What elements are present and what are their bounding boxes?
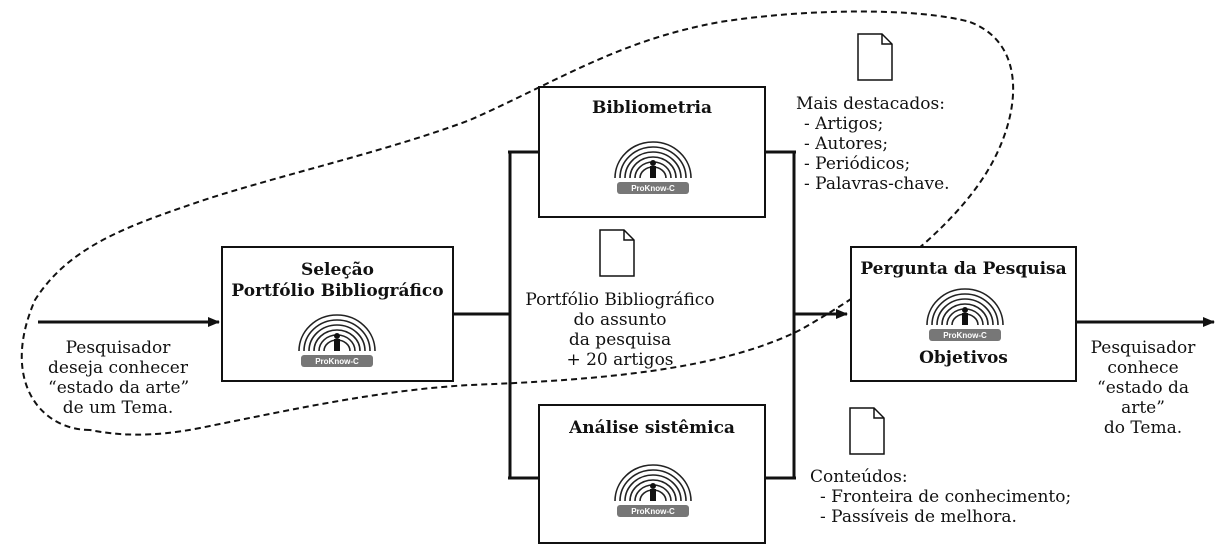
portfolio-note-line: do assunto [573, 310, 667, 330]
document-icon [857, 33, 893, 81]
output-note-line: “estado da [1097, 378, 1189, 398]
highlights-note: Mais destacados: - Artigos; - Autores; -… [796, 94, 950, 194]
analise-box: Análise sistêmica ProKnow-C [538, 404, 766, 544]
input-note-line: deseja conhecer [48, 358, 188, 378]
bibliometria-title: Bibliometria [591, 98, 713, 118]
contents-note-line: Conteúdos: [810, 467, 908, 487]
output-note: Pesquisador conhece “estado da arte” do … [1080, 338, 1206, 438]
highlights-note-line: Mais destacados: [796, 94, 945, 114]
analise-title: Análise sistêmica [569, 418, 735, 438]
input-note: Pesquisador deseja conhecer “estado da a… [48, 338, 190, 418]
dashed-scope-boundary [20, 10, 1015, 436]
selection-title-line2: Portfólio Bibliográfico [231, 281, 444, 301]
question-box: Pergunta da Pesquisa ProKnow-C Objetivos [850, 246, 1077, 382]
output-note-line: Pesquisador [1090, 338, 1196, 358]
portfolio-note-line: + 20 artigos [566, 350, 674, 370]
contents-note: Conteúdos: - Fronteira de conhecimento; … [810, 467, 1071, 527]
input-note-line: Pesquisador [65, 338, 171, 358]
proknow-c-logo: ProKnow-C [614, 464, 692, 517]
output-note-line: arte” [1121, 398, 1165, 418]
proknow-c-logo: ProKnow-C [614, 141, 692, 194]
logo-label: ProKnow-C [631, 507, 675, 516]
portfolio-note-line: Portfólio Bibliográfico [525, 290, 715, 310]
question-title: Pergunta da Pesquisa [860, 259, 1067, 279]
portfolio-note: Portfólio Bibliográfico do assunto da pe… [508, 290, 732, 370]
logo-label: ProKnow-C [943, 331, 987, 340]
logo-label: ProKnow-C [631, 184, 675, 193]
logo-label: ProKnow-C [315, 357, 359, 366]
selection-title-line1: Seleção [300, 260, 375, 280]
highlights-note-line: - Artigos; [804, 114, 884, 134]
output-note-line: conhece [1107, 358, 1179, 378]
selection-box: Seleção Portfólio Bibliográfico ProKnow-… [221, 246, 454, 382]
contents-note-line: - Passíveis de melhora. [820, 507, 1017, 527]
highlights-note-line: - Autores; [804, 134, 889, 154]
portfolio-note-line: da pesquisa [568, 330, 672, 350]
document-icon [599, 229, 635, 277]
output-note-line: do Tema. [1103, 418, 1183, 438]
highlights-note-line: - Periódicos; [804, 154, 911, 174]
document-icon [849, 407, 885, 455]
proknow-c-logo: ProKnow-C [926, 288, 1004, 341]
proknow-c-logo: ProKnow-C [298, 314, 376, 367]
input-note-line: “estado da arte” [48, 378, 190, 398]
bibliometria-box: Bibliometria ProKnow-C [538, 86, 766, 218]
input-note-line: de um Tema. [62, 398, 174, 418]
highlights-note-line: - Palavras-chave. [804, 174, 950, 194]
contents-note-line: - Fronteira de conhecimento; [820, 487, 1072, 507]
question-subtitle: Objetivos [919, 348, 1008, 368]
